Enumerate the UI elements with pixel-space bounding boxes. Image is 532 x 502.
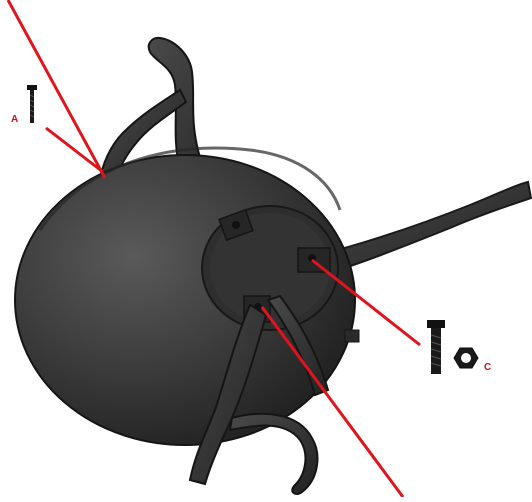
bolt-icon <box>27 85 37 123</box>
leader-line-top <box>8 0 105 178</box>
label-c: C <box>484 362 491 373</box>
leader-line-a <box>46 128 103 172</box>
hex-nut-icon <box>454 348 478 368</box>
base-plate <box>202 206 338 330</box>
bolt-icon <box>427 320 445 374</box>
label-a: A <box>11 114 18 125</box>
side-lug <box>345 330 359 342</box>
